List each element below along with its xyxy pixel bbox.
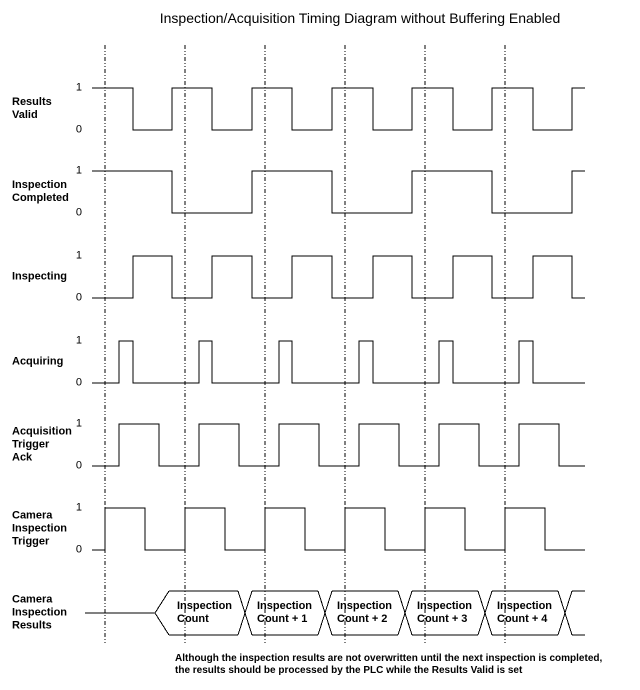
level-0-label: 0 [75, 291, 82, 304]
level-1-label: 1 [75, 164, 82, 177]
waveform-inspecting [92, 255, 585, 299]
level-1-label: 1 [75, 501, 82, 514]
bus-cell-label: Inspection Count + 3 [417, 600, 473, 625]
level-0-label: 0 [75, 459, 82, 472]
level-1-label: 1 [75, 249, 82, 262]
bus-cell-label: Inspection Count + 1 [257, 600, 313, 625]
level-1-label: 1 [75, 417, 82, 430]
bus-cell-label: Inspection Count + 2 [337, 600, 393, 625]
signal-label-camera-inspection-results: Camera Inspection Results [12, 593, 68, 632]
footnote-text: Although the inspection results are not … [175, 653, 603, 676]
level-0-label: 0 [75, 123, 82, 136]
bus-cell-label: Inspection Count [177, 600, 233, 625]
diagram-title: Inspection/Acquisition Timing Diagram wi… [159, 10, 561, 26]
waveform-inspection-completed [92, 170, 585, 214]
waveform-camera-inspection-results [85, 590, 585, 636]
signal-label-acquisition-trigger-ack: Acquisition Trigger Ack [12, 425, 72, 464]
signal-label-inspecting: Inspecting [12, 270, 68, 283]
waveform-results-valid [92, 87, 585, 131]
level-0-label: 0 [75, 543, 82, 556]
signal-label-camera-inspection-trigger: Camera Inspection Trigger [12, 509, 68, 548]
signal-label-results-valid: Results Valid [12, 96, 52, 121]
level-1-label: 1 [75, 81, 82, 94]
waveform-acquiring [92, 340, 585, 384]
level-0-label: 0 [75, 206, 82, 219]
bus-cell-label: Inspection Count + 4 [497, 600, 553, 625]
level-1-label: 1 [75, 334, 82, 347]
signal-label-acquiring: Acquiring [12, 355, 64, 368]
waveform-acquisition-trigger-ack [92, 423, 585, 467]
waveform-camera-inspection-trigger [92, 507, 585, 551]
level-0-label: 0 [75, 376, 82, 389]
signal-label-inspection-completed: Inspection Completed [12, 179, 69, 204]
